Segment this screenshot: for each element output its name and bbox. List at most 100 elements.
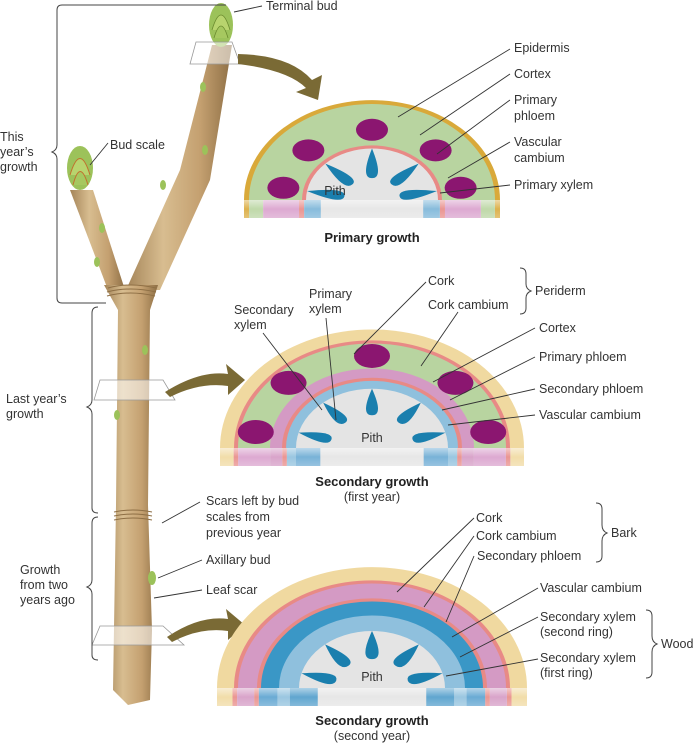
label-pith: Pith — [361, 670, 383, 684]
primary-xylem-bundle — [390, 163, 419, 186]
label-last-year-2: growth — [6, 407, 44, 421]
label-secondary-phloem: Secondary phloem — [477, 549, 581, 563]
primary-phloem-bundle — [356, 118, 388, 141]
label-this-year-2: year’s — [0, 145, 34, 159]
label-sec-xylem-second-2: (second ring) — [540, 625, 613, 639]
label-sec-xylem-second-1: Secondary xylem — [540, 610, 636, 624]
brace-wood — [645, 609, 659, 679]
title-secondary-growth-2: Secondary growth — [315, 713, 428, 728]
primary-phloem-bundle — [270, 370, 307, 395]
label-vascular-cambium-1: Vascular — [514, 135, 562, 149]
primary-xylem-bundle — [407, 672, 443, 685]
label-wood: Wood — [661, 637, 693, 651]
primary-xylem-bundle — [396, 402, 421, 425]
cross-section-secondary-growth-second-year: Pith Cork Cork cambium Secondary phloem … — [217, 502, 693, 743]
label-primary-phloem: Primary phloem — [539, 350, 627, 364]
strip-highlight — [220, 448, 524, 466]
label-secondary-xylem-1: Secondary — [234, 303, 295, 317]
primary-xylem-bundle — [301, 672, 337, 685]
side-bud-icon — [67, 146, 93, 190]
stem-illustration — [67, 3, 322, 705]
label-cortex: Cortex — [514, 67, 552, 81]
label-last-year-1: Last year’s — [6, 392, 67, 406]
label-two-years-2: from two — [20, 578, 68, 592]
primary-xylem-bundle — [366, 388, 378, 416]
primary-xylem-bundle — [307, 189, 345, 200]
slice-plane-bottom — [91, 625, 186, 646]
label-cortex: Cortex — [539, 321, 577, 335]
primary-phloem-bundle — [267, 176, 300, 199]
label-primary-phloem-1: Primary — [514, 93, 558, 107]
label-bark: Bark — [611, 526, 637, 540]
label-two-years-3: years ago — [20, 593, 75, 607]
label-bud-scale: Bud scale — [110, 138, 165, 152]
label-cork: Cork — [428, 274, 455, 288]
primary-phloem-bundle — [419, 139, 452, 162]
label-sec-xylem-first-1: Secondary xylem — [540, 651, 636, 665]
label-secondary-phloem: Secondary phloem — [539, 382, 643, 396]
label-terminal-bud: Terminal bud — [266, 0, 338, 13]
strip-highlight — [244, 200, 500, 218]
label-scars-2: scales from — [206, 510, 270, 524]
primary-phloem-bundle — [354, 343, 390, 368]
arrow-to-secondary-1 — [165, 364, 245, 397]
title-primary-growth: Primary growth — [324, 230, 419, 245]
primary-phloem-bundle — [437, 370, 474, 395]
subtitle-first-year: (first year) — [344, 490, 400, 504]
side-branch — [70, 190, 125, 290]
label-pith: Pith — [361, 431, 383, 445]
terminal-bud-icon — [209, 3, 233, 47]
primary-xylem-bundle — [325, 163, 354, 186]
title-secondary-growth-1: Secondary growth — [315, 474, 428, 489]
primary-xylem-bundle — [325, 644, 351, 668]
brace-bark — [595, 502, 609, 563]
primary-phloem-bundle — [292, 139, 325, 162]
label-cork: Cork — [476, 511, 503, 525]
label-secondary-xylem-2: xylem — [234, 318, 267, 332]
stem-labels: Terminal bud Bud scale This year’s growt… — [0, 0, 338, 607]
arrow-to-primary — [238, 54, 322, 100]
axillary-buds — [94, 82, 208, 585]
main-branch — [126, 45, 232, 290]
primary-phloem-bundle — [470, 420, 507, 445]
brace-two-years — [85, 516, 99, 661]
growth-braces — [50, 4, 226, 661]
label-leaf-scar: Leaf scar — [206, 583, 257, 597]
label-vascular-cambium: Vascular cambium — [540, 581, 642, 595]
primary-xylem-bundle — [393, 644, 419, 668]
primary-xylem-bundle — [412, 432, 446, 443]
label-sec-xylem-first-2: (first ring) — [540, 666, 593, 680]
primary-phloem-bundle — [237, 420, 274, 445]
label-primary-xylem-1: Primary — [309, 287, 353, 301]
label-this-year-3: growth — [0, 160, 38, 174]
strip-highlight — [217, 688, 527, 706]
label-primary-xylem: Primary xylem — [514, 178, 593, 192]
label-two-years-1: Growth — [20, 563, 60, 577]
label-primary-phloem-2: phloem — [514, 109, 555, 123]
label-primary-xylem-2: xylem — [309, 302, 342, 316]
brace-this-year — [50, 4, 226, 304]
label-vascular-cambium-2: cambium — [514, 151, 565, 165]
cross-section-primary-growth: Pith Epidermis Cortex Primary phloem Vas… — [244, 41, 593, 245]
slice-plane-middle — [93, 379, 176, 401]
label-epidermis: Epidermis — [514, 41, 570, 55]
label-periderm: Periderm — [535, 284, 586, 298]
label-cork-cambium: Cork cambium — [428, 298, 509, 312]
brace-periderm — [519, 267, 533, 315]
label-cork-cambium: Cork cambium — [476, 529, 557, 543]
pith-region — [299, 631, 445, 688]
brace-last-year — [85, 306, 99, 514]
subtitle-second-year: (second year) — [334, 729, 410, 743]
label-scars-3: previous year — [206, 526, 281, 540]
label-vascular-cambium: Vascular cambium — [539, 408, 641, 422]
label-pith: Pith — [324, 184, 346, 198]
slice-plane-top — [189, 41, 241, 65]
primary-xylem-bundle — [366, 148, 378, 179]
label-axillary-bud: Axillary bud — [206, 553, 271, 567]
label-this-year-1: This — [0, 130, 24, 144]
cross-section-secondary-growth-first-year: Pith Secondary xylem Primary xylem Cork … — [220, 267, 643, 504]
arrow-to-secondary-2 — [167, 609, 245, 642]
primary-xylem-bundle — [365, 631, 379, 660]
label-scars-1: Scars left by bud — [206, 494, 299, 508]
